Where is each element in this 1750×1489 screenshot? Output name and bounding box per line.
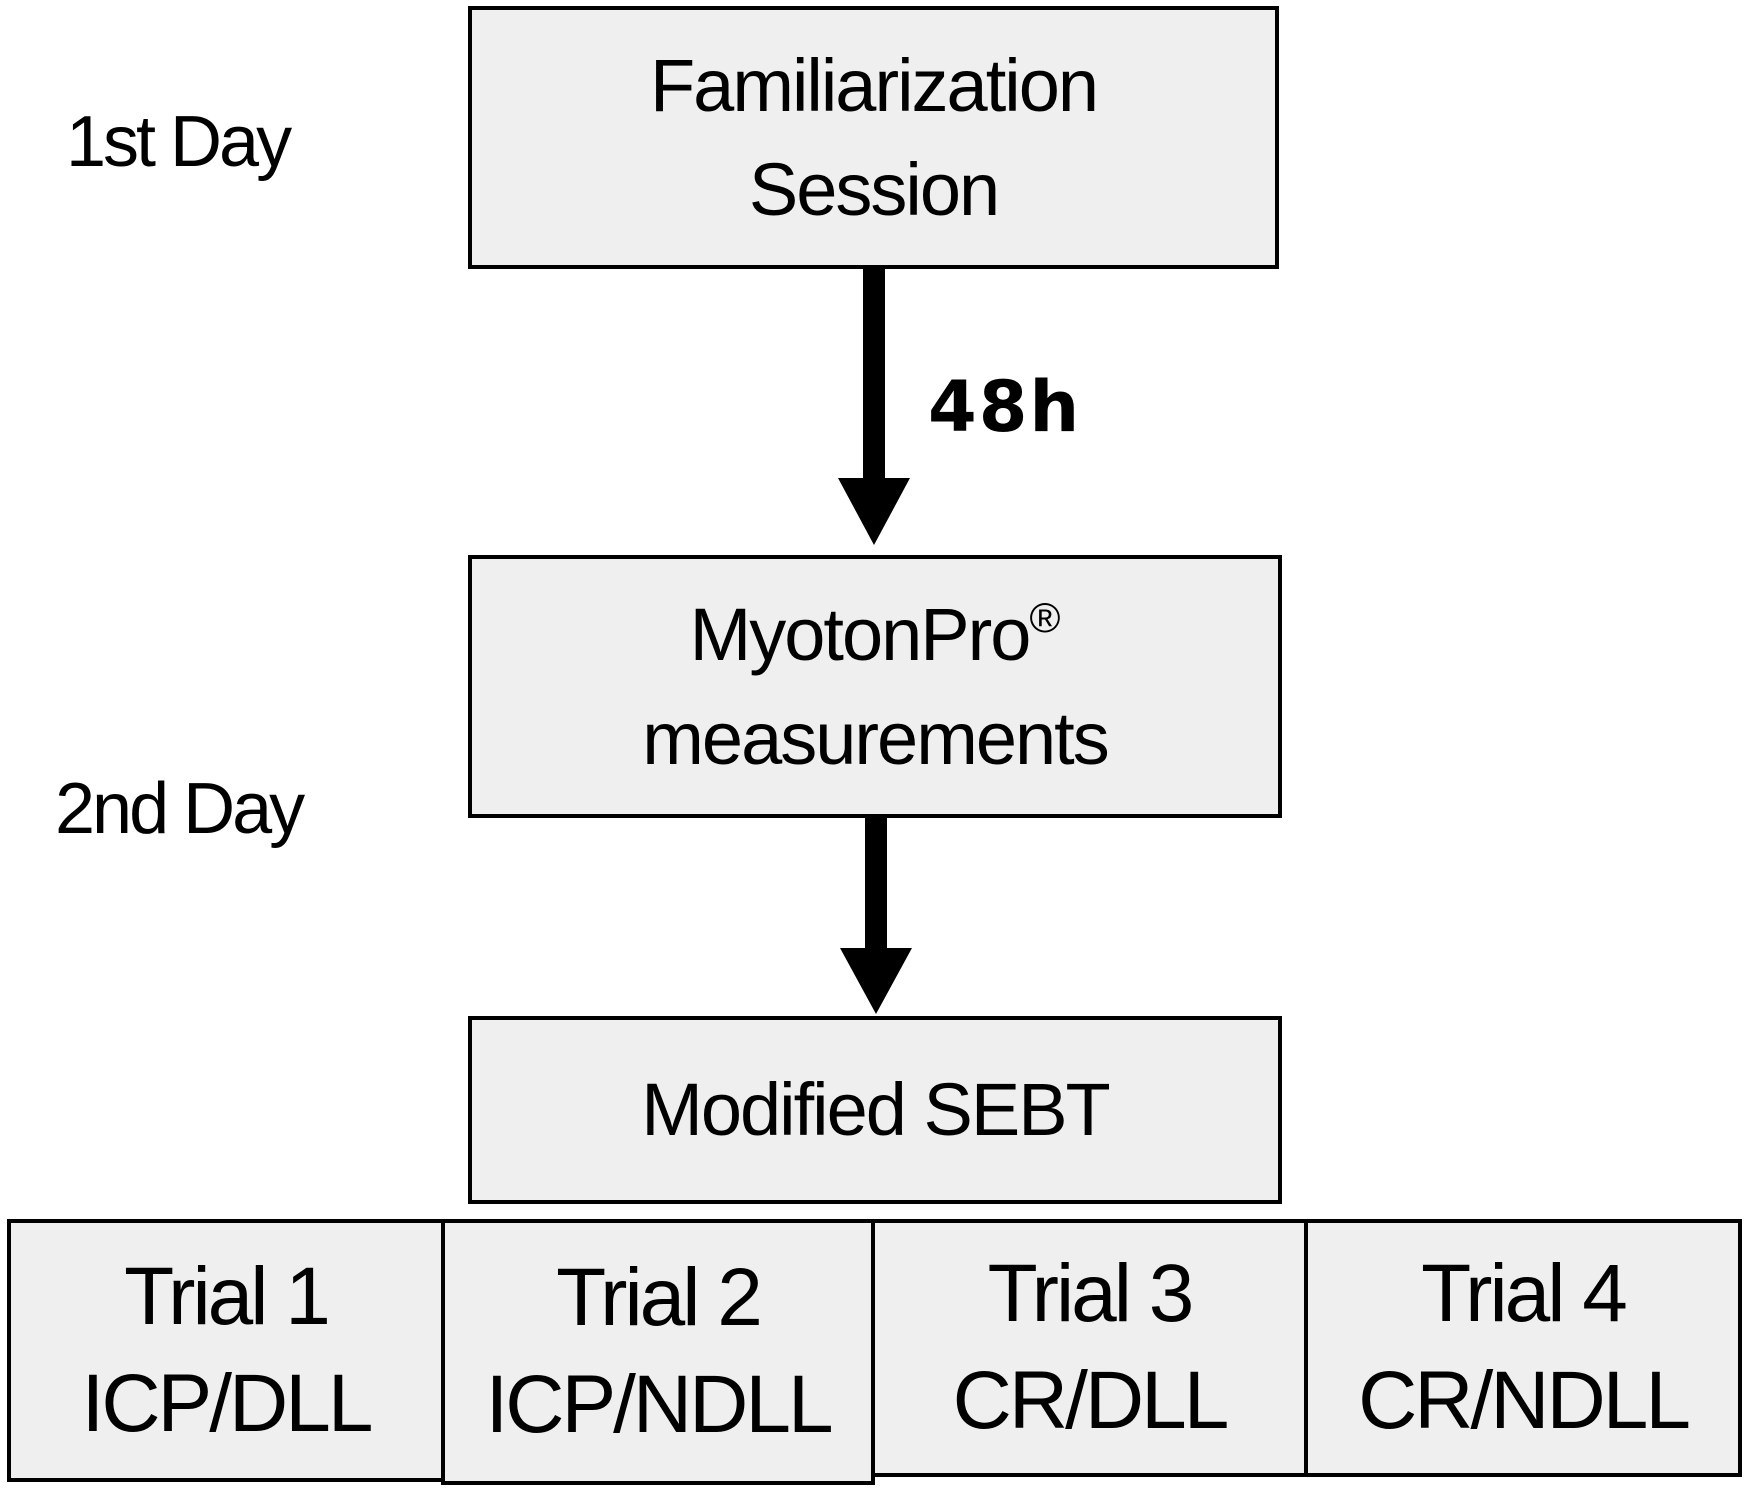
trial-2-title: Trial 2	[556, 1252, 763, 1344]
trial-2-condition: ICP/NDLL	[485, 1359, 833, 1450]
myoton-line2: measurements	[642, 696, 1109, 780]
day-label-first: 1st Day	[66, 102, 292, 182]
myoton-line1: MyotonPro®	[690, 583, 1061, 687]
familiarization-line1: Familiarization	[649, 43, 1099, 127]
day-label-second: 2nd Day	[55, 769, 305, 849]
modified-sebt-box: Modified SEBT	[468, 1016, 1282, 1204]
familiarization-session-box: Familiarization Session	[468, 6, 1279, 269]
registered-mark: ®	[1029, 593, 1061, 641]
trial-3-box: Trial 3 CR/DLL	[871, 1219, 1308, 1477]
trial-4-condition: CR/NDLL	[1358, 1355, 1691, 1446]
arrow-familiarization-to-myoton-head	[838, 478, 910, 545]
trial-1-title: Trial 1	[124, 1250, 331, 1342]
familiarization-line2: Session	[748, 147, 1000, 231]
myotonpro-measurements-box: MyotonPro® measurements	[468, 555, 1282, 818]
trial-3-title: Trial 3	[987, 1248, 1195, 1340]
arrow-myoton-to-sebt-head	[840, 948, 912, 1014]
trial-1-box: Trial 1 ICP/DLL	[7, 1219, 445, 1482]
sebt-label: Modified SEBT	[641, 1068, 1111, 1152]
trial-2-box: Trial 2 ICP/NDLL	[441, 1219, 875, 1485]
interval-label: 48h	[928, 366, 1082, 448]
trial-3-condition: CR/DLL	[952, 1355, 1230, 1446]
trial-4-box: Trial 4 CR/NDLL	[1304, 1219, 1742, 1477]
trial-4-title: Trial 4	[1421, 1248, 1628, 1340]
myoton-device-name: MyotonPro	[689, 592, 1032, 676]
trial-1-condition: ICP/DLL	[81, 1357, 374, 1449]
